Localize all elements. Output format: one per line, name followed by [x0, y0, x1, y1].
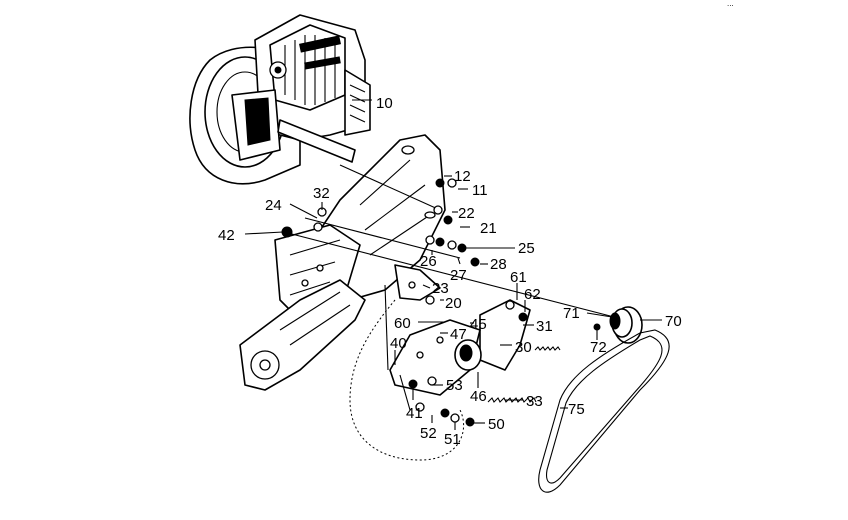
callout-75: 75	[568, 401, 585, 418]
callout-30: 30	[515, 339, 532, 356]
callout-52: 52	[420, 425, 437, 442]
callout-70: 70	[665, 313, 682, 330]
idler-plate	[389, 299, 531, 396]
callout-71: 71	[563, 305, 580, 322]
engine-assembly	[189, 14, 371, 185]
callout-61: 61	[510, 269, 527, 286]
callout-46: 46	[470, 388, 487, 405]
callout-10: 10	[376, 95, 393, 112]
callout-23: 23	[432, 280, 449, 297]
callout-40: 40	[390, 335, 407, 352]
hardware	[281, 178, 601, 427]
callout-47: 47	[450, 326, 467, 343]
callout-24: 24	[265, 197, 282, 214]
callout-60: 60	[394, 315, 411, 332]
callout-21: 21	[480, 220, 497, 237]
corner-mark: ...	[727, 0, 734, 8]
control-rods	[384, 284, 411, 411]
drive-belt	[538, 329, 670, 493]
callout-12: 12	[454, 168, 471, 185]
callout-41: 41	[406, 405, 423, 422]
callout-labels: 10 12 11 32 24 22 21 42 25 26 28 27 61 2…	[218, 95, 682, 448]
callout-53: 53	[446, 377, 463, 394]
pulley	[609, 306, 643, 344]
callout-45: 45	[470, 316, 487, 333]
callout-27: 27	[450, 267, 467, 284]
bracket	[394, 264, 441, 301]
cable-path	[349, 299, 465, 461]
callout-11: 11	[472, 182, 488, 199]
callout-51: 51	[444, 431, 461, 448]
callout-26: 26	[420, 253, 437, 270]
callout-20: 20	[445, 295, 462, 312]
chain-case-arm	[239, 279, 366, 391]
callout-32: 32	[313, 185, 330, 202]
small-spring	[534, 346, 561, 351]
callout-28: 28	[490, 256, 507, 273]
callout-42: 42	[218, 227, 235, 244]
callout-22: 22	[458, 205, 475, 222]
axle-shaft	[283, 164, 619, 319]
callout-31: 31	[536, 318, 553, 335]
idler-pulley	[454, 339, 482, 371]
callout-72: 72	[590, 339, 607, 356]
callout-62: 62	[524, 286, 541, 303]
leader-lines	[244, 99, 662, 430]
spring	[487, 397, 537, 403]
callout-25: 25	[518, 240, 535, 257]
callout-50: 50	[488, 416, 505, 433]
callout-33: 33	[526, 393, 543, 410]
